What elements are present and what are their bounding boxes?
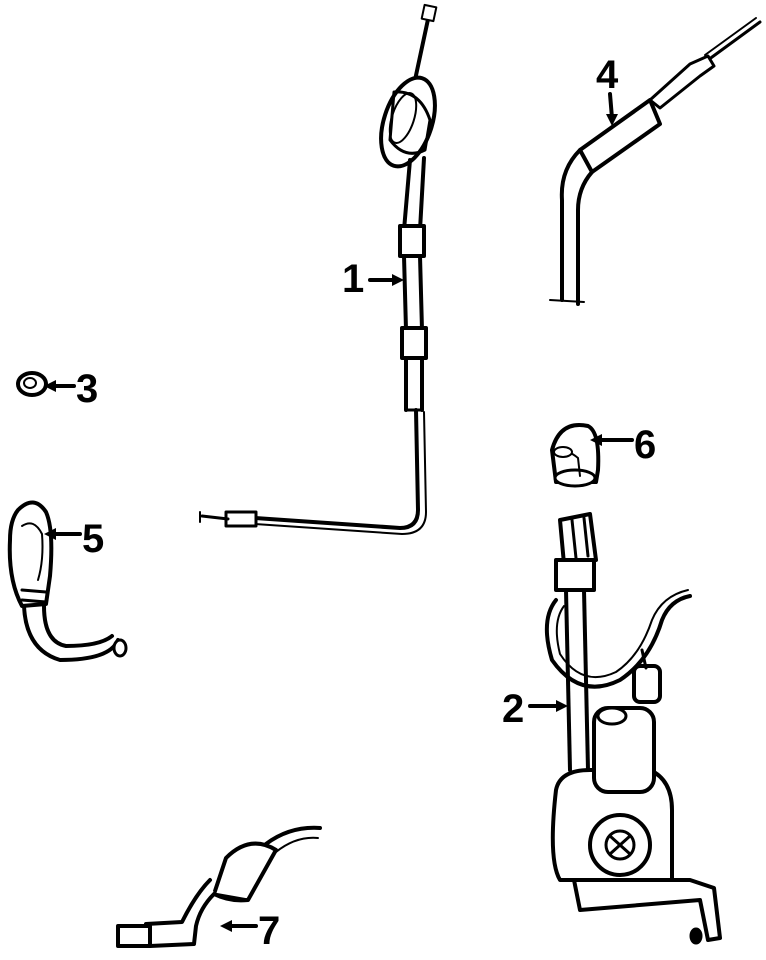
callout-6-arrowhead: [590, 434, 602, 446]
callout-5-number: 5: [82, 517, 104, 561]
callout-4-arrowhead: [606, 114, 618, 126]
callout-7: 7: [220, 909, 280, 953]
callout-5-arrowhead: [44, 528, 56, 540]
callout-4-number: 4: [596, 53, 619, 97]
callout-3: 3: [44, 367, 98, 411]
callout-1-arrowhead: [392, 274, 404, 286]
callout-6-number: 6: [634, 423, 656, 467]
part-1-antenna-mast-assembly: [199, 3, 438, 535]
callout-2-number: 2: [502, 687, 524, 731]
part-4-antenna-mast-section: [549, 17, 762, 306]
callout-6: 6: [590, 423, 656, 467]
part-5-drain-hose: [7, 500, 128, 662]
callout-3-number: 3: [76, 367, 98, 411]
callout-7-number: 7: [258, 909, 280, 953]
part-6-grommet: [550, 423, 601, 488]
callout-2-arrowhead: [556, 700, 568, 712]
callout-5: 5: [44, 517, 104, 561]
part-2-power-antenna-motor: [544, 512, 722, 945]
callout-7-arrowhead: [220, 920, 232, 932]
callout-1: 1: [342, 257, 404, 301]
callout-2: 2: [502, 687, 568, 731]
part-3-nut: [16, 371, 48, 397]
callout-3-arrowhead: [44, 380, 56, 392]
part-7-hose: [116, 825, 322, 948]
callout-1-number: 1: [342, 257, 364, 301]
callout-4: 4: [596, 53, 619, 126]
